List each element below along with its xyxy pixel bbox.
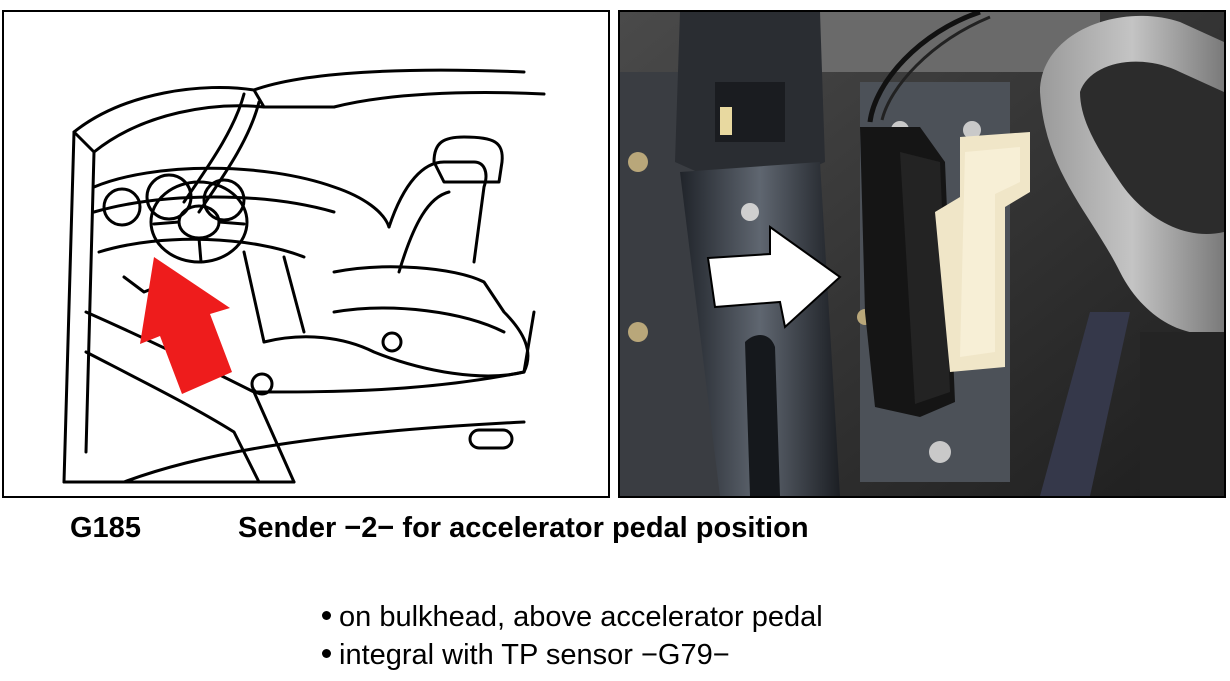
- photo-pointer-arrow: [706, 225, 842, 329]
- component-photo: [618, 10, 1226, 498]
- bullet-icon: [322, 648, 331, 658]
- car-interior-illustration: [62, 68, 546, 484]
- interior-line-drawing: [2, 10, 610, 498]
- bullet-text: on bulkhead, above accelerator pedal: [339, 601, 823, 633]
- pointer-arrow: [140, 257, 232, 394]
- pedal-sender-photo: [620, 12, 1224, 496]
- list-item: on bulkhead, above accelerator pedal: [322, 598, 823, 636]
- location-notes: on bulkhead, above accelerator pedal int…: [322, 598, 823, 674]
- component-code: G185: [70, 512, 141, 544]
- component-title: Sender −2− for accelerator pedal positio…: [238, 512, 809, 544]
- bullet-text: integral with TP sensor −G79−: [339, 639, 730, 671]
- list-item: integral with TP sensor −G79−: [322, 636, 823, 674]
- bullet-icon: [322, 610, 331, 620]
